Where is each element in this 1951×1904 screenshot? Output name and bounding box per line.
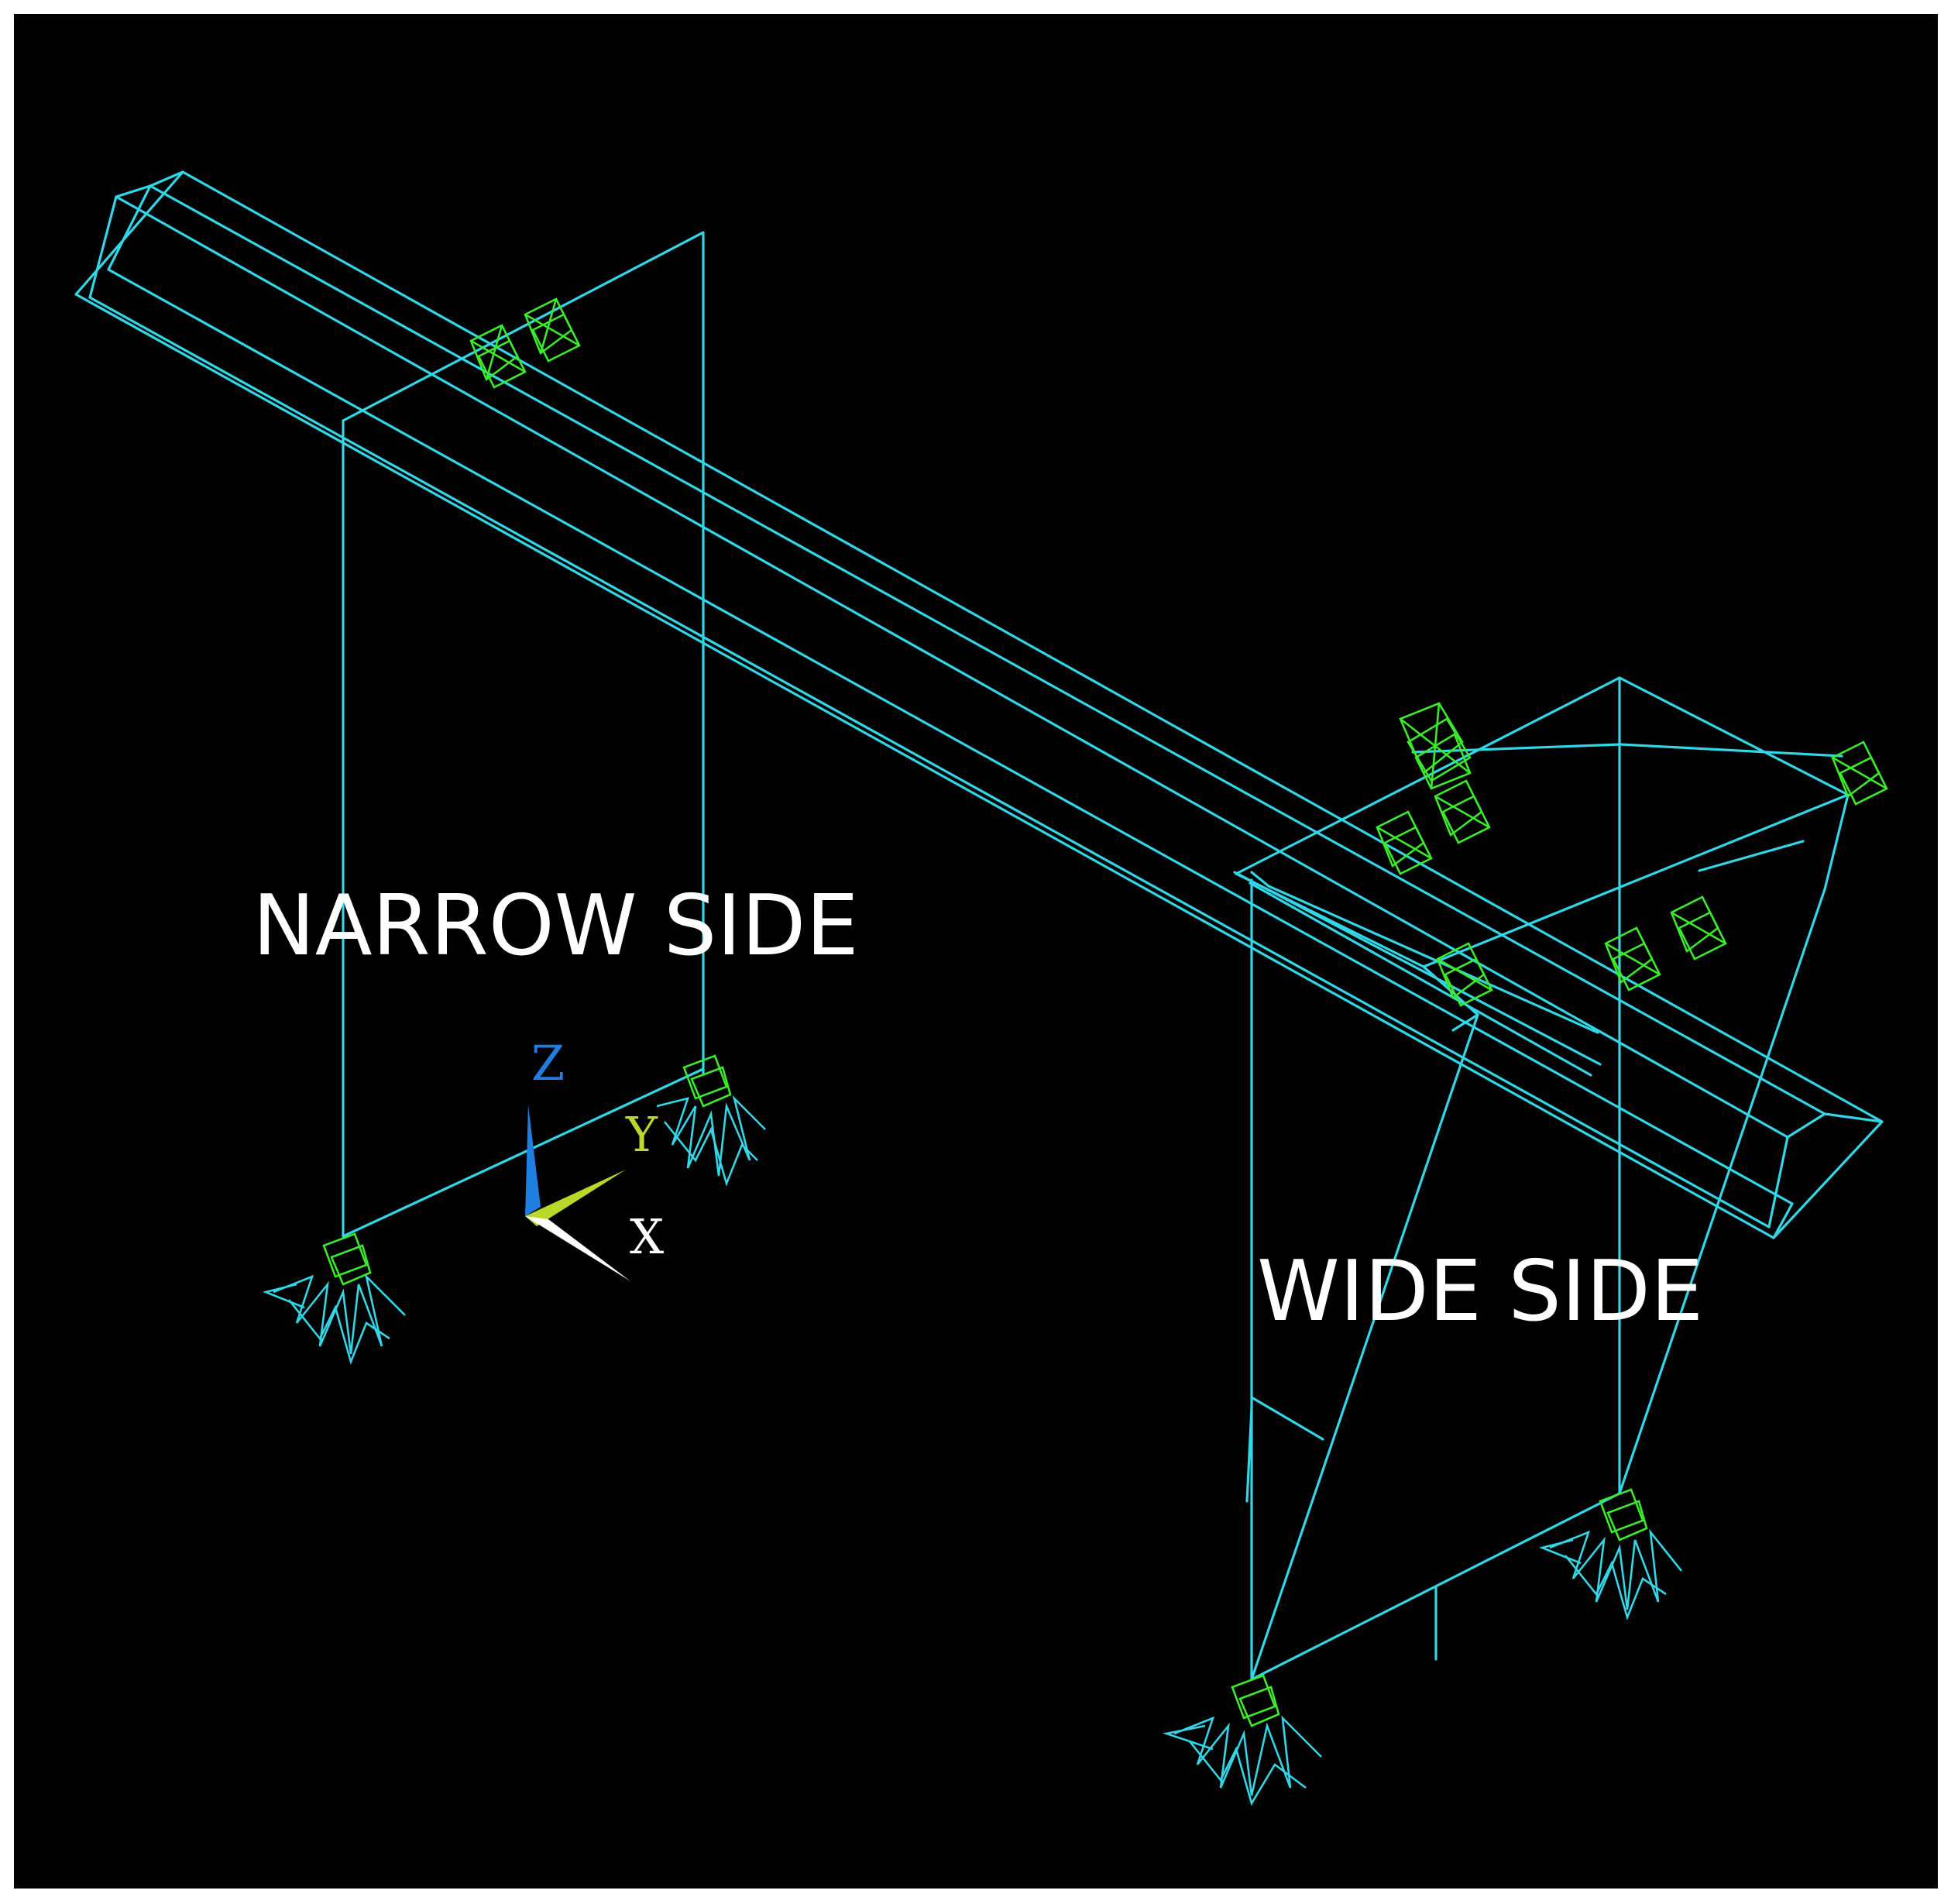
y-axis-arrow (525, 1170, 626, 1226)
constraint-cluster (524, 297, 581, 363)
wide-side-leg (1235, 676, 1850, 1681)
narrow-side-leg (342, 231, 705, 1238)
constraint-cluster (1604, 926, 1661, 992)
constraint-cluster (1831, 741, 1888, 806)
gantry-crane-wireframe: Z Y X NARROW SIDE WIDE SIDE (74, 170, 1888, 1806)
axis-triad: Z Y X (525, 1035, 664, 1281)
model-viewport[interactable]: Z Y X NARROW SIDE WIDE SIDE (14, 14, 1938, 1889)
constraint-cluster (1399, 702, 1472, 790)
x-axis-label: X (630, 1208, 664, 1265)
base-support (1538, 1488, 1683, 1621)
constraint-cluster (1436, 942, 1493, 1007)
base-support (656, 1054, 766, 1187)
base-support (262, 1232, 406, 1366)
narrow-side-label: NARROW SIDE (252, 878, 859, 974)
x-axis-arrow (525, 1216, 630, 1281)
constraint-cluster (1434, 779, 1491, 844)
z-axis-label: Z (531, 1035, 565, 1091)
constraint-cluster (1376, 810, 1433, 875)
constraint-cluster (1670, 895, 1727, 961)
main-girder (74, 170, 1884, 1239)
constraint-symbols (469, 297, 1888, 1007)
y-axis-label: Y (625, 1106, 658, 1163)
constraint-cluster (469, 324, 527, 389)
base-supports (262, 1054, 1683, 1806)
z-axis-arrow (525, 1105, 541, 1216)
base-support (1162, 1674, 1322, 1806)
wide-side-label: WIDE SIDE (1257, 1243, 1703, 1340)
